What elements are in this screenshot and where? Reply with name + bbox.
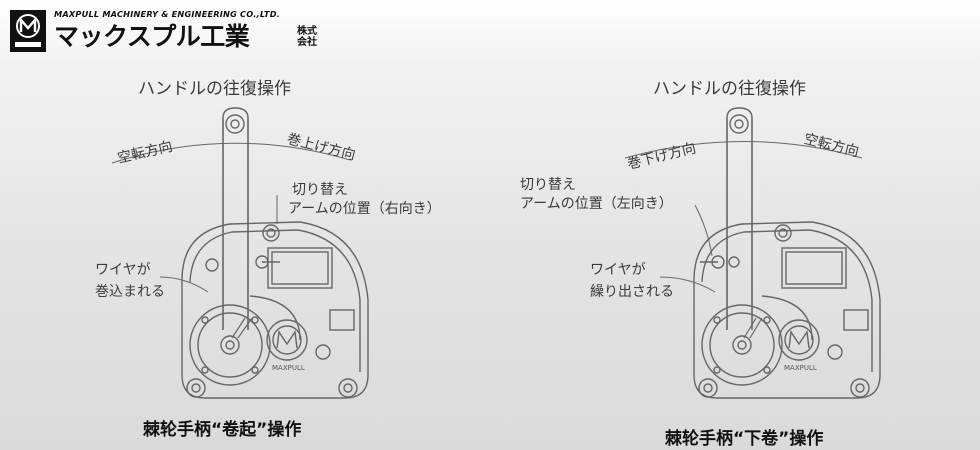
right-diagram: MAXPULL ハンドルの往復操作 巻下げ方向 空転方向 切り替え アームの位置… <box>490 0 980 450</box>
right-wire-line1: ワイヤが <box>590 262 646 278</box>
company-logo: MAXPULL MACHINERY & ENGINEERING CO.,LTD.… <box>10 8 330 54</box>
left-wire-line1: ワイヤが <box>95 262 151 278</box>
left-title: ハンドルの往復操作 <box>138 79 291 99</box>
right-wire-line2: 繰り出される <box>590 284 674 300</box>
left-wire-line2: 巻込まれる <box>95 284 165 300</box>
left-winch-drawing: MAXPULL <box>111 107 369 399</box>
left-brand-label: MAXPULL <box>272 364 305 372</box>
left-caption: 棘轮手柄“卷起”操作 <box>143 420 302 440</box>
maxpull-logo-mark-icon <box>10 10 46 52</box>
right-switch-line2: アームの位置（左向き） <box>520 196 673 212</box>
right-title: ハンドルの往復操作 <box>653 79 806 99</box>
right-caption: 棘轮手柄“下卷”操作 <box>665 429 824 449</box>
left-switch-line1: 切り替え <box>292 182 348 198</box>
logo-japanese-name: マックスプル工業 <box>54 22 250 51</box>
right-winch-drawing: MAXPULL <box>624 107 881 399</box>
right-brand-label: MAXPULL <box>784 364 817 372</box>
left-switch-line2: アームの位置（右向き） <box>288 201 441 217</box>
right-switch-line1: 切り替え <box>520 177 576 193</box>
logo-kabushiki: 株式会社 <box>297 26 317 48</box>
left-diagram: MAXPULL ハンドルの往復操作 空転方向 巻上げ方向 切り替え アームの位置… <box>95 79 441 440</box>
logo-english-name: MAXPULL MACHINERY & ENGINEERING CO.,LTD. <box>54 9 281 19</box>
